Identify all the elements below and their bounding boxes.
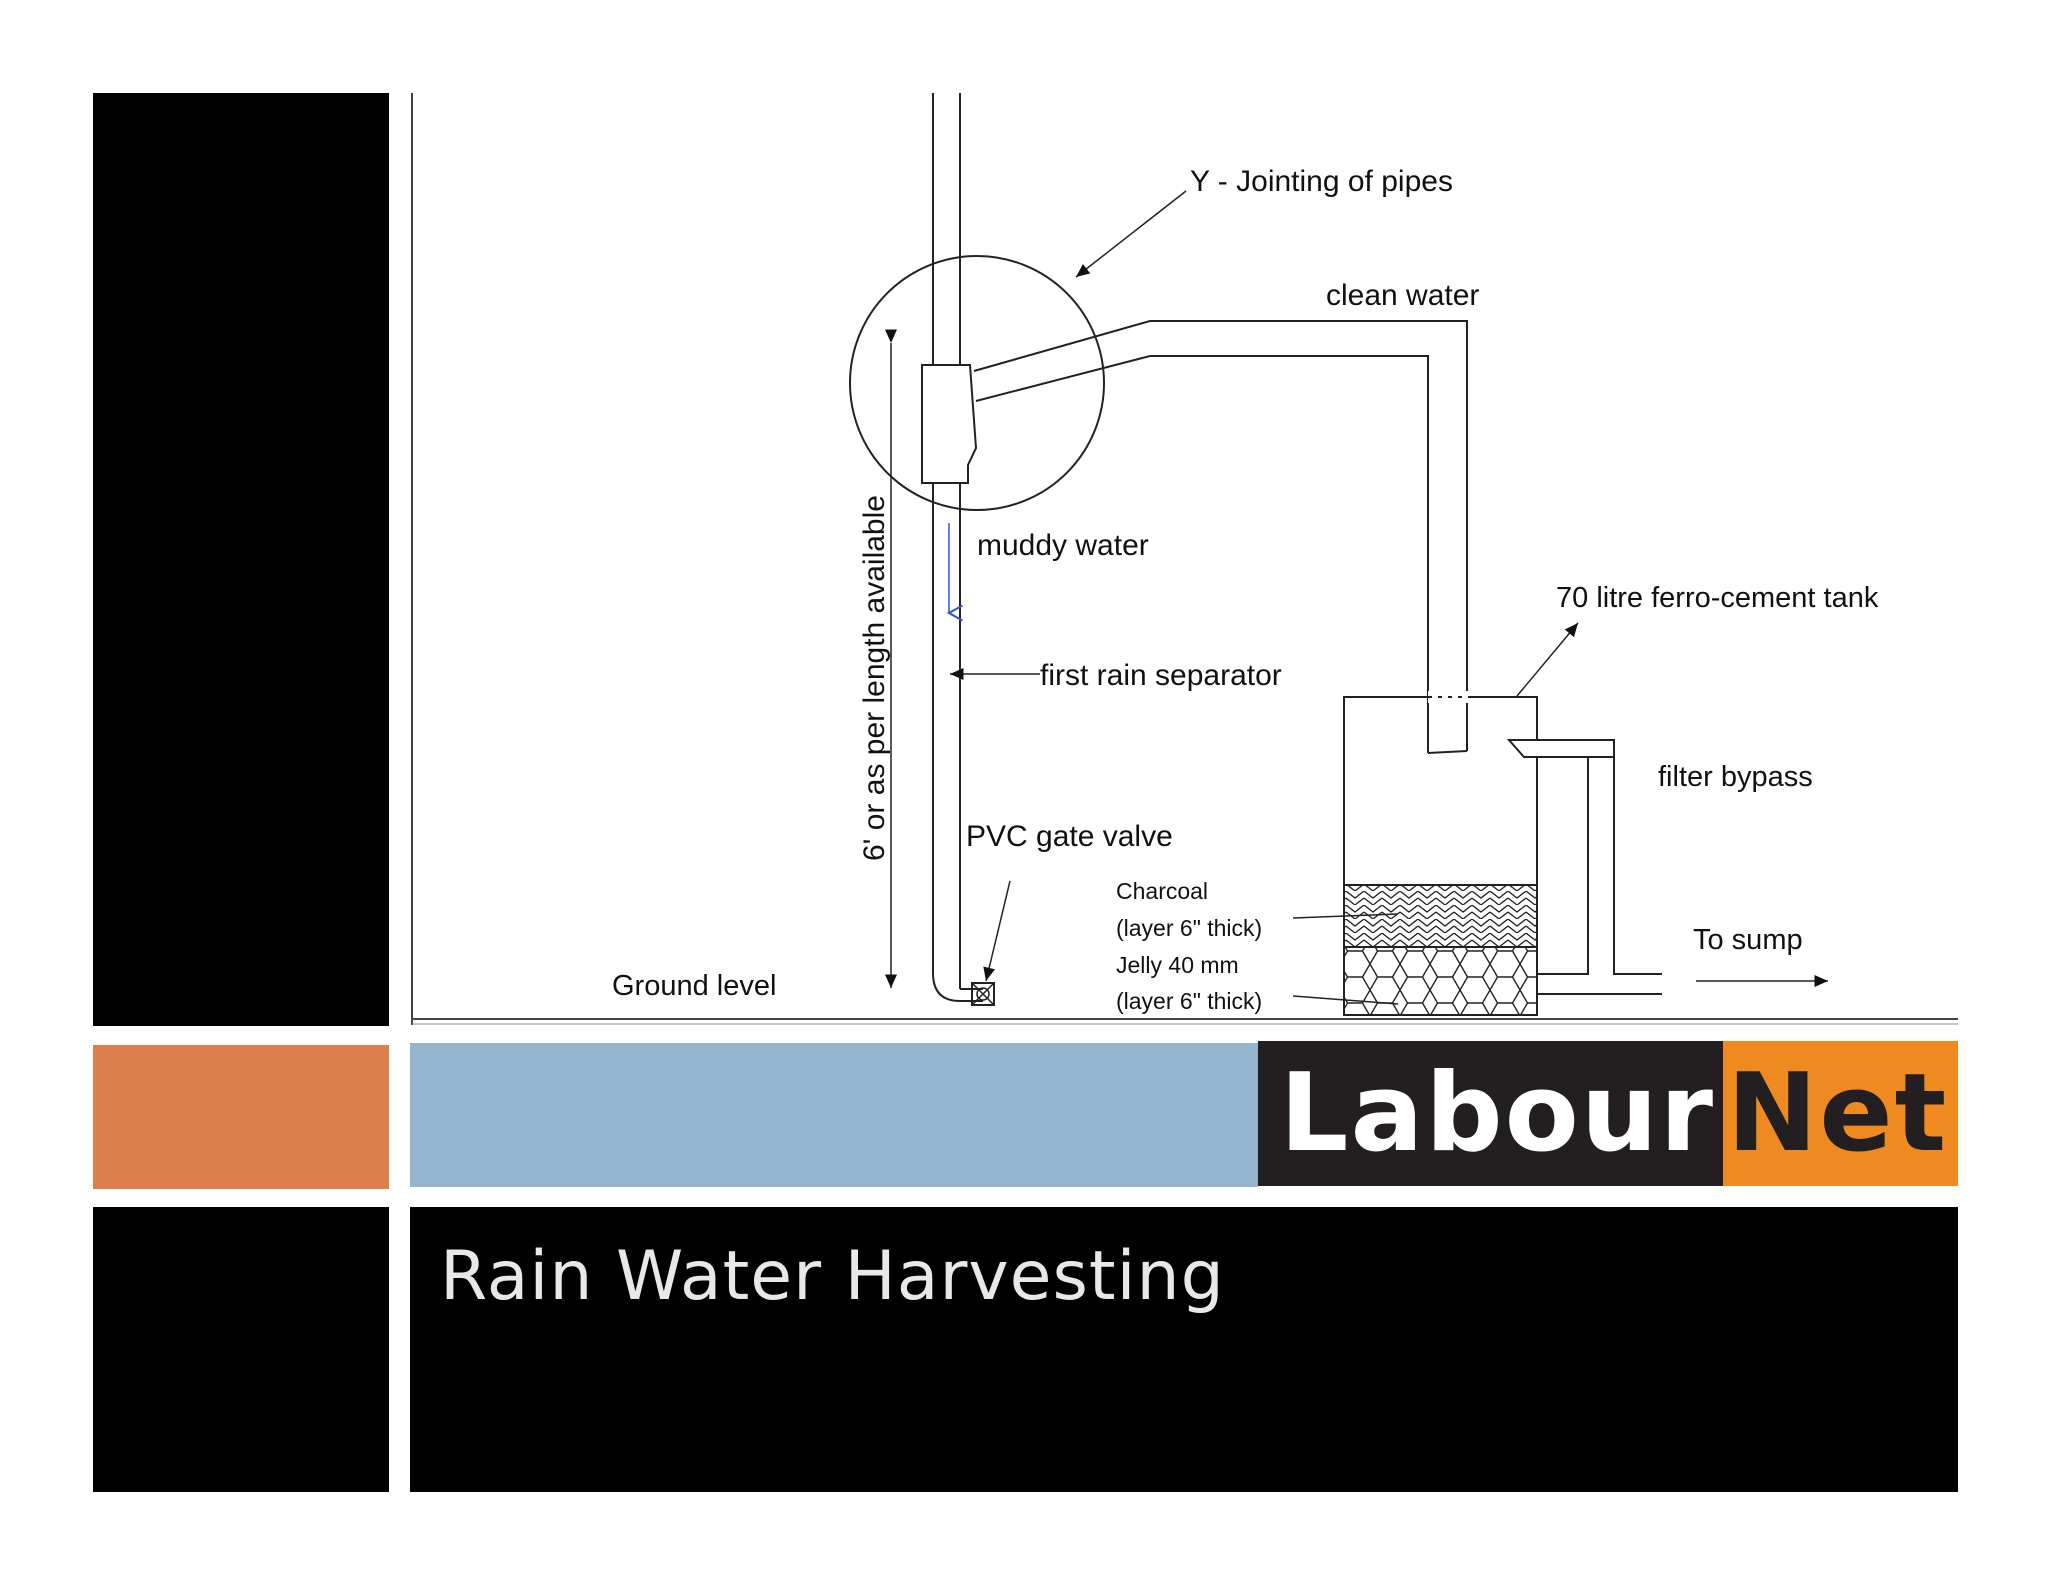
label-filter-bypass: filter bypass bbox=[1658, 761, 1813, 793]
logo-text-labour: Labour bbox=[1279, 1050, 1715, 1176]
charcoal-leader bbox=[1292, 913, 1399, 919]
filter-bypass-pipe-inner bbox=[1537, 757, 1589, 975]
filter-bypass-pipe-outer bbox=[1613, 740, 1662, 975]
label-to-sump: To sump bbox=[1693, 924, 1803, 956]
tank-leader bbox=[1516, 622, 1579, 697]
y-joint-leader bbox=[1075, 190, 1187, 278]
logo-text-net: Net bbox=[1727, 1050, 1949, 1176]
label-charcoal: Charcoal bbox=[1116, 878, 1208, 904]
clean-water-pipe-inner bbox=[975, 355, 1429, 753]
y-joint-detail-circle bbox=[849, 255, 1105, 511]
left-black-panel bbox=[93, 93, 389, 1026]
title-panel: Rain Water Harvesting bbox=[410, 1207, 1958, 1492]
label-tank: 70 litre ferro-cement tank bbox=[1556, 582, 1879, 614]
label-muddy-water: muddy water bbox=[977, 529, 1149, 562]
blue-accent-band bbox=[410, 1043, 1258, 1187]
clean-water-pipe-outer bbox=[973, 320, 1468, 751]
rainwater-harvesting-diagram: Y - Jointing of pipes clean water muddy … bbox=[410, 93, 1958, 1031]
left-black-footer-block bbox=[93, 1207, 389, 1492]
charcoal-layer bbox=[1343, 884, 1538, 948]
label-separator: first rain separator bbox=[1040, 659, 1282, 692]
logo-dark-segment: Labour bbox=[1258, 1041, 1723, 1186]
label-gate-valve: PVC gate valve bbox=[966, 820, 1173, 853]
jelly-leader bbox=[1292, 995, 1399, 1005]
filter-bypass-funnel bbox=[1506, 739, 1615, 758]
logo-orange-segment: Net bbox=[1723, 1041, 1958, 1186]
down-pipe-elbow bbox=[932, 972, 983, 1002]
slide-title: Rain Water Harvesting bbox=[440, 1237, 1225, 1316]
label-y-joint: Y - Jointing of pipes bbox=[1190, 165, 1453, 198]
orange-accent-block bbox=[93, 1045, 389, 1189]
label-clean-water: clean water bbox=[1326, 279, 1479, 312]
y-joint-fitting bbox=[921, 364, 978, 484]
label-height: 6' or as per length available bbox=[858, 495, 891, 861]
label-charcoal-layer: (layer 6" thick) bbox=[1116, 915, 1262, 941]
gate-valve-icon bbox=[971, 982, 995, 1006]
clean-water-pipe-end bbox=[1427, 750, 1468, 754]
gate-valve-leader bbox=[983, 880, 1011, 982]
label-ground-level: Ground level bbox=[612, 970, 776, 1002]
label-jelly-layer: (layer 6" thick) bbox=[1116, 988, 1262, 1014]
label-jelly: Jelly 40 mm bbox=[1116, 952, 1239, 978]
jelly-layer bbox=[1343, 946, 1538, 1016]
labournet-logo: Labour Net bbox=[1258, 1041, 1958, 1186]
diagram-background bbox=[410, 93, 1958, 1031]
